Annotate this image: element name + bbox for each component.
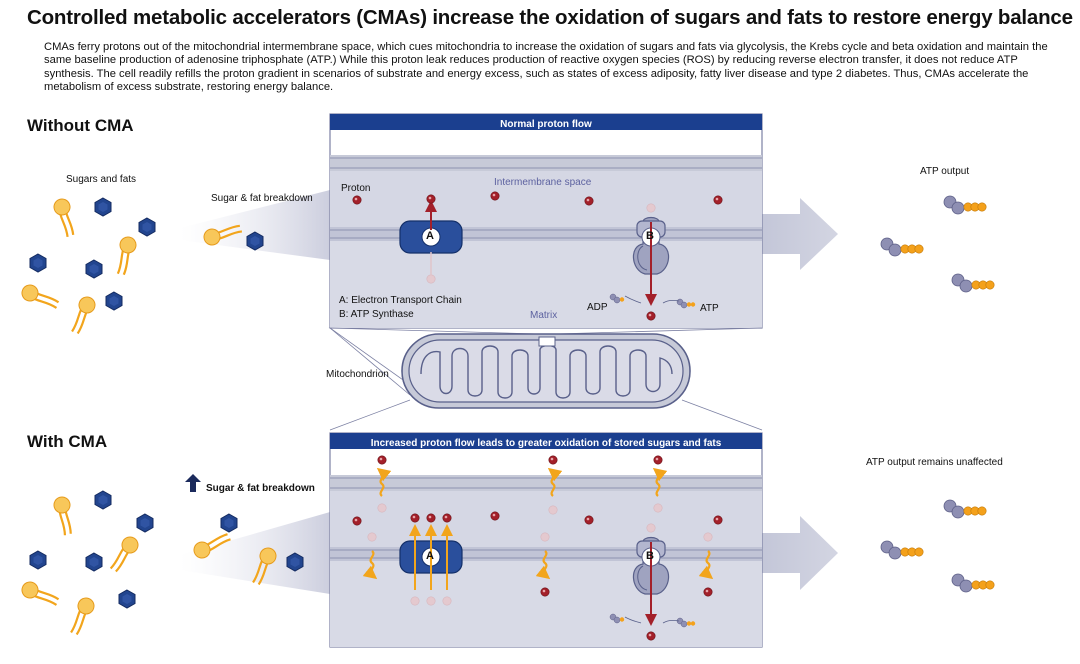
breakdown-label-bottom: Sugar & fat breakdown [206, 483, 315, 494]
legend-b: B: ATP Synthase [339, 309, 414, 320]
atp-label: ATP [700, 303, 719, 314]
output-arrow-bottom [760, 516, 838, 590]
proton-label: Proton [341, 183, 371, 194]
figure-subtitle: CMAs ferry protons out of the mitochondr… [44, 41, 1048, 93]
atp-output-label: ATP output [920, 166, 970, 177]
complex-a-label-cma: A [426, 550, 434, 562]
legend-a: A: Electron Transport Chain [339, 295, 462, 306]
increase-arrow-icon [185, 474, 201, 492]
section-title-without-cma: Without CMA [27, 116, 134, 135]
atp-output-top [880, 195, 995, 293]
top-panel [180, 113, 838, 329]
top-panel-header-label: Normal proton flow [500, 119, 592, 130]
section-title-with-cma: With CMA [27, 432, 108, 451]
sugars-fats-label: Sugars and fats [66, 174, 137, 185]
mitochondrion [328, 327, 763, 431]
figure-title: Controlled metabolic accelerators (CMAs)… [27, 6, 1073, 29]
breakdown-label-top: Sugar & fat breakdown [211, 193, 313, 204]
matrix-label: Matrix [530, 310, 558, 321]
mitochondrion-label: Mitochondrion [326, 369, 389, 380]
sugars-fats-bottom [18, 490, 304, 639]
atp-output-bottom [880, 499, 995, 593]
bottom-panel [180, 432, 838, 648]
output-arrow-top [760, 198, 838, 270]
complex-b-label-cma: B [646, 550, 654, 562]
atp-output-unaffected-label: ATP output remains unaffected [866, 457, 1003, 468]
intermembrane-label: Intermembrane space [494, 177, 592, 188]
top-panel-header [330, 114, 762, 130]
complex-b-label: B [646, 230, 654, 242]
adp-label: ADP [587, 302, 608, 313]
bottom-panel-header [330, 433, 762, 449]
complex-a-label: A [426, 230, 434, 242]
bottom-panel-header-label: Increased proton flow leads to greater o… [370, 438, 722, 449]
